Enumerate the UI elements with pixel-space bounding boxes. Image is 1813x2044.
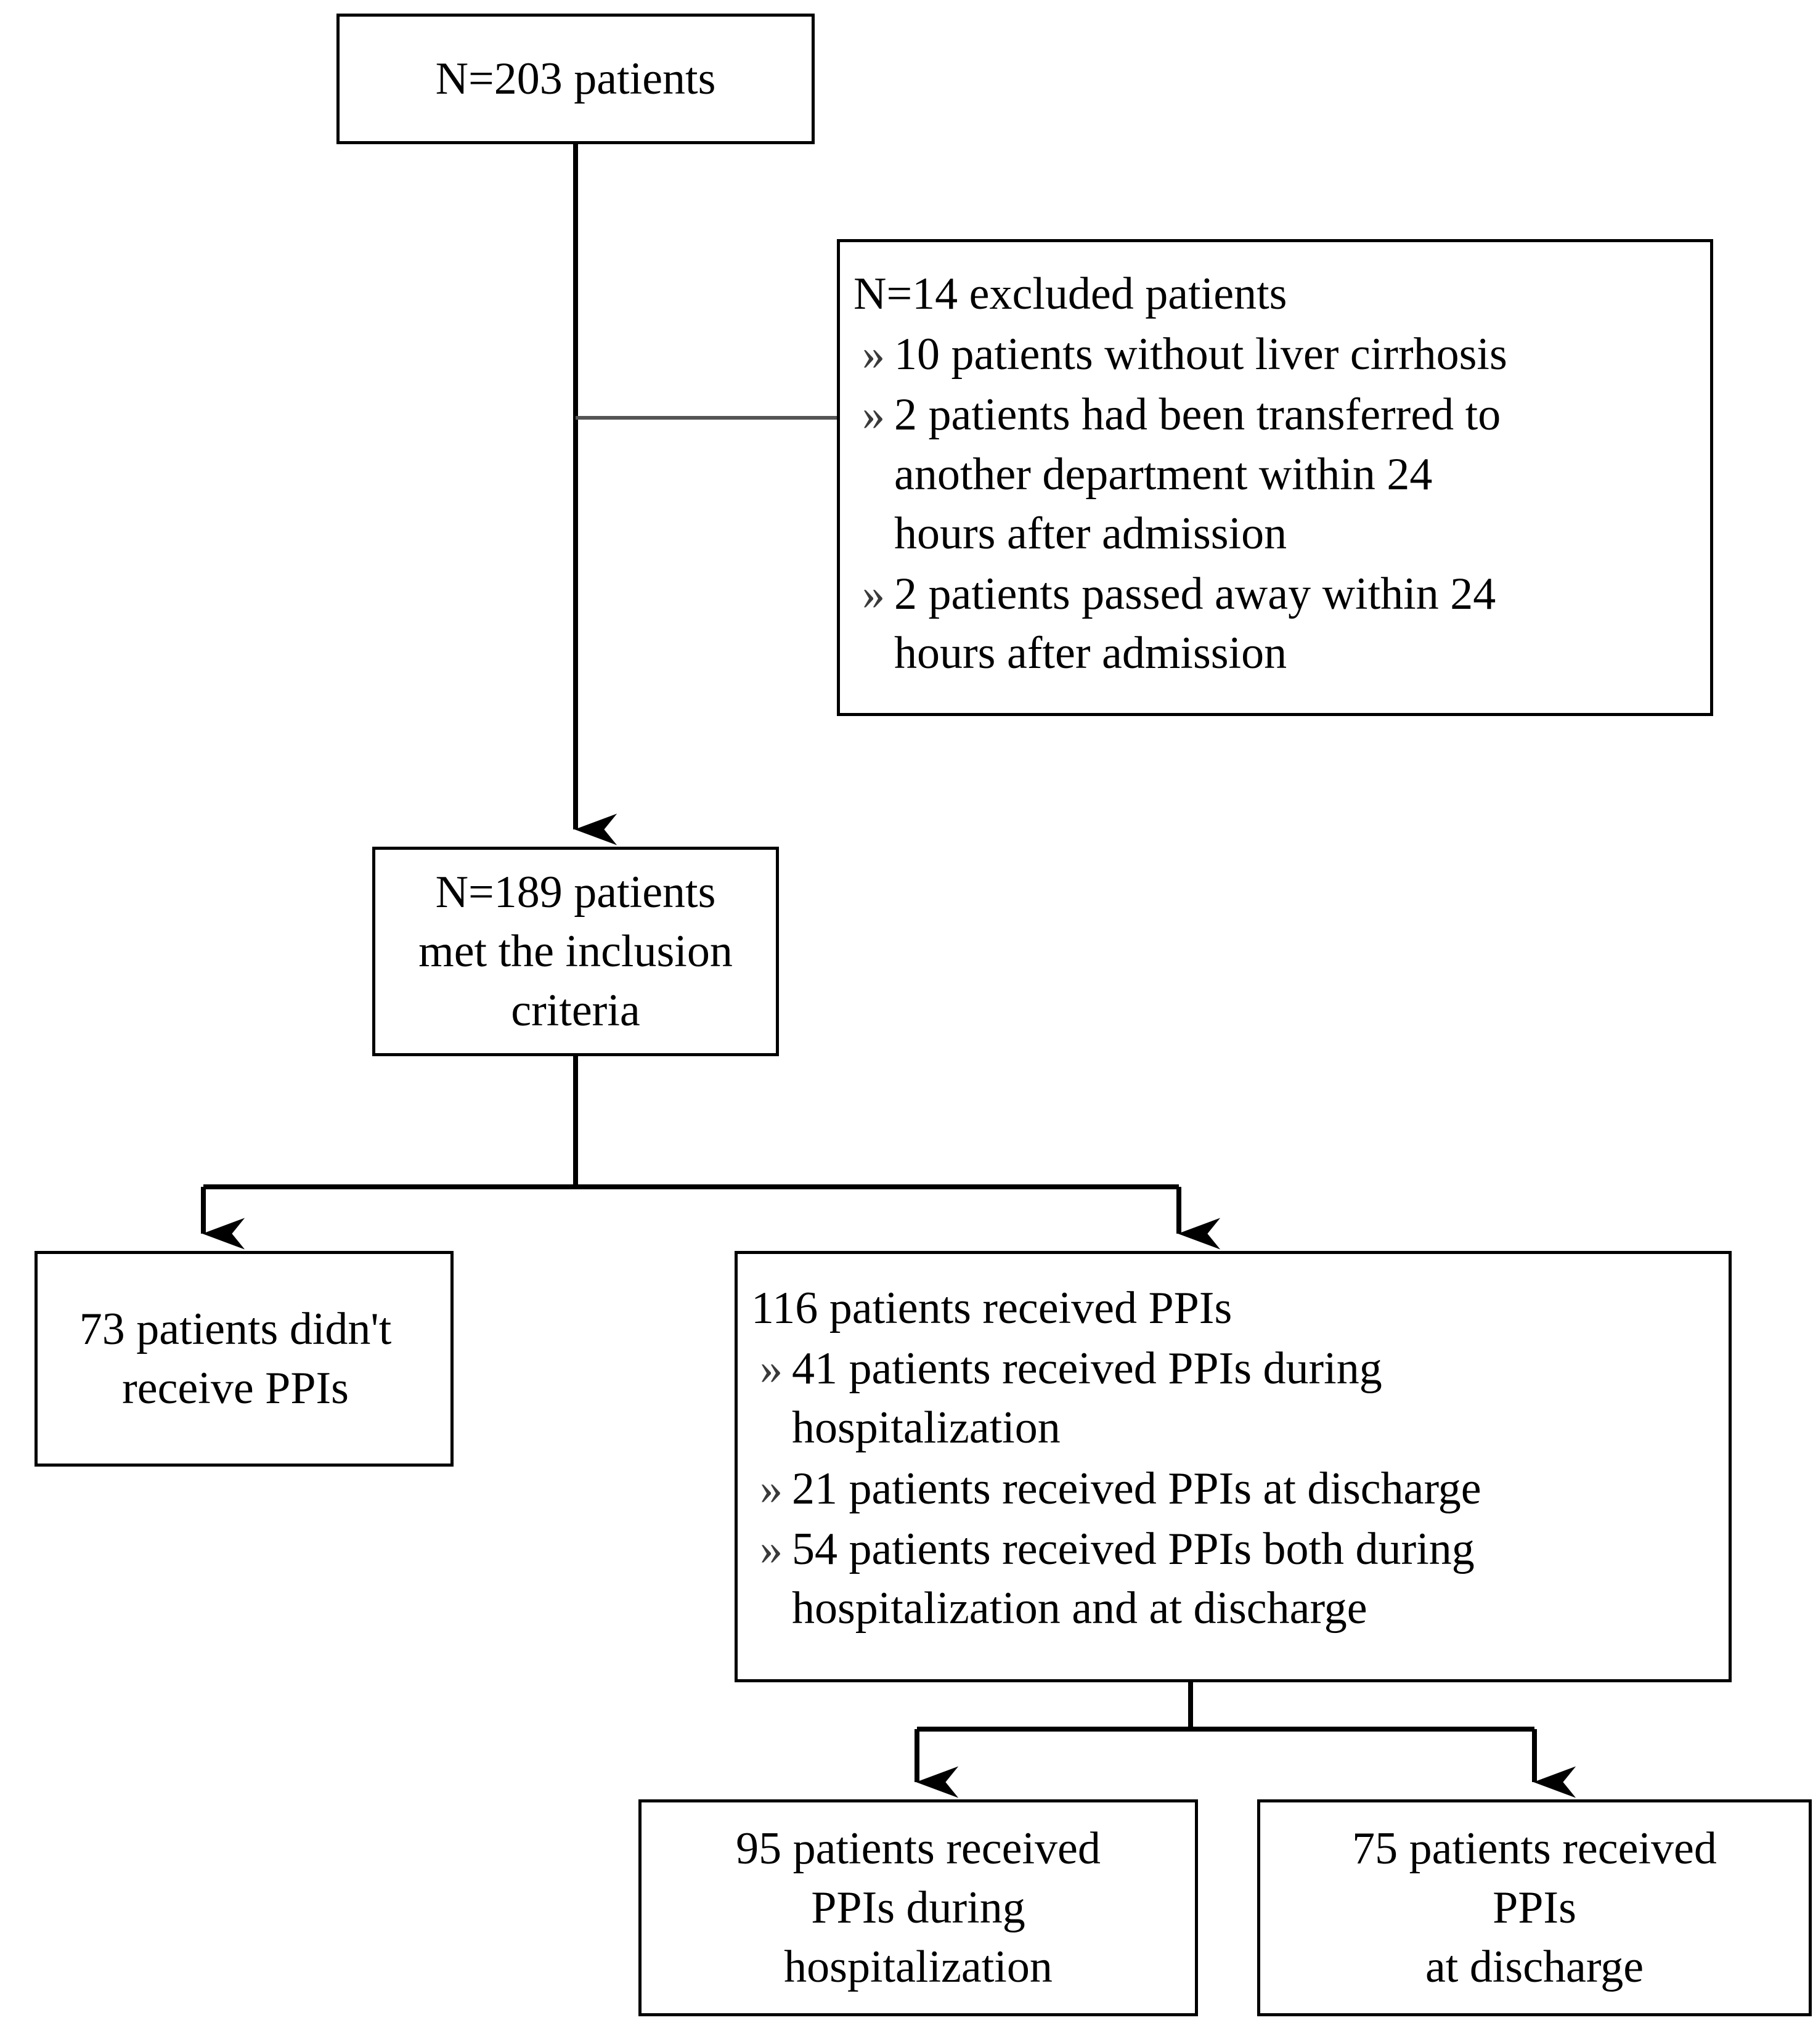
- bullet-line: hospitalization and at discharge: [792, 1582, 1367, 1634]
- bullet-marker-icon: »: [862, 329, 885, 380]
- node-total-patients: N=203 patients: [336, 14, 815, 144]
- list-item: » 41 patients received PPIs during hospi…: [751, 1339, 1481, 1457]
- list-item: » 21 patients received PPIs at discharge: [751, 1459, 1481, 1518]
- node-excluded-bullet-list: » 10 patients without liver cirrhosis » …: [854, 325, 1507, 683]
- node-no-ppi-line: receive PPIs: [122, 1363, 349, 1414]
- connector-included-split: [201, 1056, 1221, 1250]
- list-item: » 10 patients without liver cirrhosis: [854, 325, 1507, 384]
- node-ppi-bullet-list: » 41 patients received PPIs during hospi…: [751, 1339, 1481, 1638]
- node-total-label: N=203 patients: [435, 53, 716, 104]
- node-no-ppi-body: 73 patients didn't receive PPIs: [20, 1300, 450, 1418]
- bullet-line: 54 patients received PPIs both during: [792, 1523, 1475, 1574]
- node-ppi-discharge-line: 75 patients received: [1352, 1823, 1717, 1874]
- node-ppi-during-hospitalization: 95 patients received PPIs during hospita…: [638, 1799, 1198, 2016]
- node-included-line: met the inclusion: [418, 926, 733, 977]
- bullet-marker-icon: »: [760, 1523, 783, 1574]
- node-ppi-during-line: 95 patients received: [736, 1823, 1101, 1874]
- bullet-line: another department within 24: [894, 449, 1433, 500]
- node-ppi-discharge-line: at discharge: [1425, 1942, 1644, 1993]
- bullet-line: 2 patients passed away within 24: [894, 568, 1496, 619]
- bullet-line: 41 patients received PPIs during: [792, 1343, 1382, 1395]
- connector-ppi-split: [915, 1682, 1576, 1798]
- bullet-marker-icon: »: [760, 1343, 783, 1395]
- node-no-ppi-patients: 73 patients didn't receive PPIs: [35, 1251, 454, 1467]
- node-ppi-patients: 116 patients received PPIs » 41 patients…: [735, 1251, 1732, 1682]
- node-included-body: N=189 patients met the inclusion criteri…: [418, 863, 733, 1041]
- node-no-ppi-line: 73 patients didn't: [79, 1303, 392, 1354]
- node-ppi-body: 116 patients received PPIs » 41 patients…: [751, 1279, 1481, 1639]
- bullet-marker-icon: »: [760, 1463, 783, 1514]
- bullet-line: hours after admission: [894, 508, 1287, 559]
- list-item: » 54 patients received PPIs both during …: [751, 1520, 1481, 1638]
- node-ppi-at-discharge: 75 patients received PPIs at discharge: [1257, 1799, 1812, 2016]
- node-included-line: criteria: [511, 985, 640, 1036]
- node-ppi-discharge-body: 75 patients received PPIs at discharge: [1352, 1819, 1717, 1997]
- list-item: » 2 patients passed away within 24 hours…: [854, 564, 1507, 683]
- node-ppi-discharge-line: PPIs: [1493, 1882, 1576, 1933]
- node-included-line: N=189 patients: [435, 866, 716, 918]
- node-excluded-body: N=14 excluded patients » 10 patients wit…: [854, 264, 1507, 684]
- bullet-line: hospitalization: [792, 1403, 1061, 1454]
- bullet-marker-icon: »: [862, 389, 885, 441]
- bullet-marker-icon: »: [862, 568, 885, 619]
- list-item: » 2 patients had been transferred to ano…: [854, 385, 1507, 563]
- node-ppi-during-body: 95 patients received PPIs during hospita…: [736, 1819, 1101, 1997]
- bullet-line: hours after admission: [894, 628, 1287, 679]
- node-ppi-during-line: PPIs during: [811, 1882, 1025, 1933]
- node-ppi-during-line: hospitalization: [784, 1942, 1053, 1993]
- bullet-line: 21 patients received PPIs at discharge: [792, 1463, 1481, 1514]
- node-ppi-header: 116 patients received PPIs: [751, 1283, 1232, 1333]
- bullet-line: 2 patients had been transferred to: [894, 389, 1501, 441]
- node-excluded-header: N=14 excluded patients: [854, 269, 1287, 319]
- bullet-line: 10 patients without liver cirrhosis: [894, 329, 1507, 380]
- node-excluded-patients: N=14 excluded patients » 10 patients wit…: [837, 239, 1713, 716]
- node-included-patients: N=189 patients met the inclusion criteri…: [372, 847, 779, 1056]
